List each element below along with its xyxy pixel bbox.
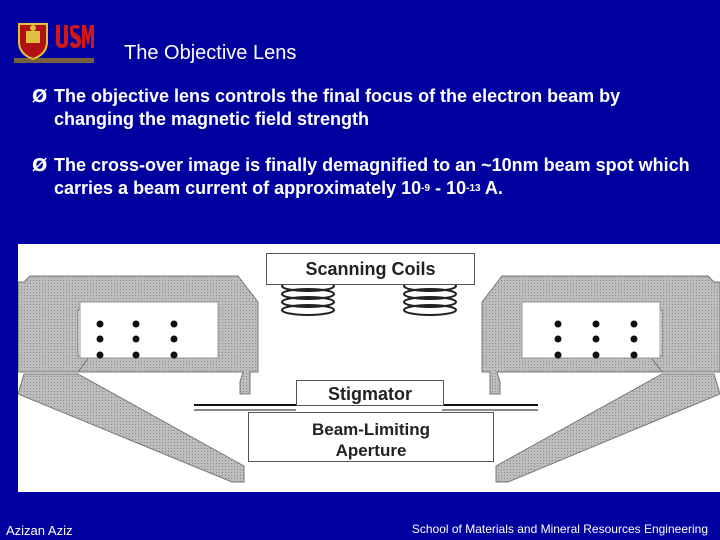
bullet-2-text-c: A. (480, 178, 503, 198)
objective-lens-diagram: Scanning Coils Stigmator Beam-Limiting A… (17, 244, 720, 492)
university-logo (14, 20, 94, 63)
left-lower-arm (17, 373, 245, 483)
lens-cross-section-graphic (17, 275, 720, 483)
scanning-coils-label: Scanning Coils (266, 253, 475, 285)
usm-logo-icon (54, 22, 94, 50)
right-winding-dots (554, 320, 638, 359)
school-name: School of Materials and Mineral Resource… (411, 522, 708, 536)
crest-icon (18, 23, 48, 60)
arrow-bullet-icon: Ø (32, 86, 48, 107)
slide-title: The Objective Lens (124, 42, 297, 64)
beam-limiting-line1: Beam-Limiting (311, 420, 431, 439)
stigmator-label: Stigmator (296, 380, 444, 406)
beam-limiting-aperture-label: Beam-Limiting Aperture (248, 412, 494, 462)
exponent-2: -13 (466, 183, 481, 194)
bullet-2-text-b: - 10 (430, 178, 467, 198)
arrow-bullet-icon: Ø (32, 155, 48, 176)
right-scan-coil (403, 280, 457, 316)
author-name: Azizan Aziz (6, 523, 73, 538)
left-winding-dots (96, 320, 178, 359)
bullet-2: Ø The cross-over image is finally demagn… (32, 154, 692, 200)
left-scan-coil (281, 280, 335, 316)
logo-caption-strip (14, 58, 94, 63)
bullet-1: Ø The objective lens controls the final … (32, 85, 692, 131)
right-lower-arm (495, 373, 720, 483)
bullet-1-text: The objective lens controls the final fo… (54, 86, 621, 129)
right-coil-window (521, 301, 661, 359)
exponent-1: -9 (421, 183, 431, 194)
bullet-2-text: The cross-over image is finally demagnif… (32, 154, 692, 200)
beam-limiting-line2: Aperture (335, 441, 407, 460)
bullet-2-text-a: The cross-over image is finally demagnif… (54, 155, 690, 198)
left-coil-window (79, 301, 219, 359)
